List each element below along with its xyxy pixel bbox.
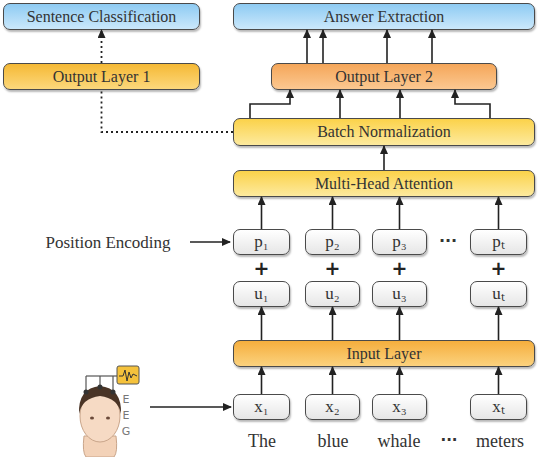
connector [399,197,400,229]
box-label: uₜ [492,285,505,304]
connector-line [498,307,500,340]
connector-line [386,30,388,63]
connector-line [250,90,290,118]
connector [261,307,262,340]
input-token-box: xₜ [470,394,527,420]
position-token-box: p₃ [372,229,427,255]
layer-box: Multi-Head Attention [233,170,535,197]
layer-box: Output Layer 1 [3,63,200,90]
connector [332,197,333,229]
connector-line [261,367,263,394]
input-word: The [248,432,276,450]
input-word: whale [378,432,421,450]
connector [102,90,234,132]
connector-line [455,90,490,118]
connector [399,367,400,394]
eeg-head-illustration [79,366,139,457]
eeg-letter: E [123,410,130,421]
connector-line [322,30,324,63]
plus-sign: + [325,259,341,278]
ellipsis: ··· [439,233,457,249]
plus-sign: + [254,259,270,278]
connector-line [498,197,500,229]
output-box: Sentence Classification [3,3,200,30]
connector-line [399,197,401,229]
plus-sign: + [392,259,408,278]
connector [498,307,499,340]
connector [399,307,400,340]
connector-line [332,197,334,229]
connector [498,197,499,229]
connector-line [431,30,433,63]
connector-line [383,146,385,170]
connector-line [332,307,334,340]
input-word: blue [318,432,349,450]
ellipsis: ··· [440,433,457,448]
embedding-token-box: u₂ [305,281,360,307]
input-token-box: x₁ [233,394,290,420]
position-token-box: pₜ [470,229,527,255]
connector [498,367,499,394]
connector-line [101,30,103,63]
box-label: u₁ [254,285,268,304]
embedding-token-box: uₜ [470,281,527,307]
embedding-token-box: u₁ [233,281,290,307]
box-label: Output Layer 2 [335,68,433,86]
leader-arrow [190,241,230,243]
connector-line [102,90,234,132]
box-label: Input Layer [346,345,421,363]
connector-line [498,367,500,394]
connector [384,146,385,170]
eeg-letter: E [123,394,130,405]
box-label: xₜ [492,398,505,417]
box-label: Batch Normalization [317,123,451,141]
connector-line [399,90,401,118]
box-label: x₂ [325,398,339,417]
box-label: Multi-Head Attention [315,175,453,193]
connector [307,30,432,63]
box-label: x₃ [392,398,406,417]
input-token-box: x₂ [305,394,360,420]
embedding-token-box: u₃ [372,281,427,307]
connector-line [261,307,263,340]
box-label: x₁ [254,398,268,417]
connector-line [332,367,334,394]
input-token-box: x₃ [372,394,427,420]
connector [261,197,262,229]
layer-box: Batch Normalization [233,118,535,146]
connector-line [399,367,401,394]
position-token-box: p₂ [305,229,360,255]
box-label: pₜ [492,233,505,252]
box-label: Sentence Classification [27,8,177,26]
connector [332,307,333,340]
input-word: meters [476,432,524,450]
connector-line [306,30,308,63]
layer-box: Output Layer 2 [271,63,497,90]
eeg-letter: G [122,426,131,437]
plus-sign: + [491,259,507,278]
box-label: p₃ [392,233,406,252]
output-box: Answer Extraction [233,3,535,30]
layer-box: Input Layer [233,340,535,367]
connector-line [261,197,263,229]
connector [101,30,102,63]
connector [332,367,333,394]
box-label: u₃ [392,285,406,304]
connector [250,90,490,118]
position-token-box: p₁ [233,229,290,255]
connector [261,367,262,394]
box-label: p₁ [254,233,268,252]
box-label: p₂ [325,233,339,252]
connector-line [339,90,341,118]
box-label: u₂ [325,285,339,304]
connector-line [399,307,401,340]
leader-arrow [150,406,231,408]
box-label: Output Layer 1 [53,68,151,86]
side-label: Position Encoding [45,234,170,251]
box-label: Answer Extraction [324,8,444,26]
